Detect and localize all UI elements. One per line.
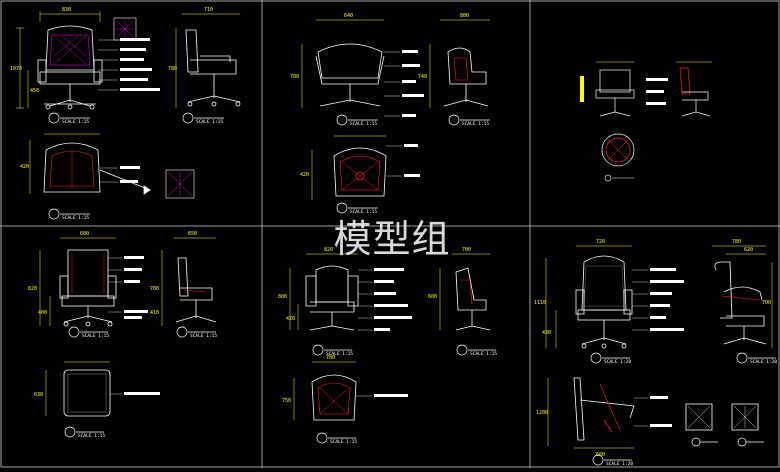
scale-note: SCALE 1:15 — [78, 433, 105, 439]
dim-label: 600 — [428, 294, 437, 300]
dim-label: 420 — [20, 164, 29, 170]
dim-label: 680 — [596, 452, 605, 458]
panel-4-office-chair: 680 650 820 400 780 410 630 — [28, 231, 217, 439]
scale-note: SCALE 1:15 — [350, 121, 377, 127]
dim-label: 1200 — [536, 410, 548, 416]
dim-label: 750 — [282, 398, 291, 404]
scale-note: SCALE 1:15 — [326, 351, 353, 357]
dim-label: 830 — [62, 7, 71, 13]
dim-label: 740 — [418, 74, 427, 80]
scale-note: SCALE 1:15 — [62, 215, 89, 221]
dim-label: 400 — [38, 310, 47, 316]
scale-note: SCALE 1:20 — [750, 359, 777, 365]
dim-label: 1070 — [10, 66, 22, 72]
dim-label: 630 — [34, 392, 43, 398]
scale-note: SCALE 1:15 — [190, 333, 217, 339]
dim-label: 410 — [150, 310, 159, 316]
dim-label: 700 — [462, 247, 471, 253]
dim-label: 620 — [744, 247, 753, 253]
dim-label: 420 — [300, 172, 309, 178]
scale-note: SCALE 1:15 — [330, 439, 357, 445]
dim-label: 720 — [596, 239, 605, 245]
dim-label: 680 — [80, 231, 89, 237]
dim-label: 710 — [204, 7, 213, 13]
scale-note: SCALE 1:15 — [462, 121, 489, 127]
scale-note: SCALE 1:20 — [606, 461, 633, 467]
dim-label: 820 — [324, 247, 333, 253]
dim-label: 650 — [188, 231, 197, 237]
panel-5-armchair: 820 700 800 420 600 780 750 — [278, 247, 497, 445]
dim-label: 820 — [28, 286, 37, 292]
panel-2-tub-chair: 640 800 700 740 420 — [290, 13, 490, 215]
dim-label: 700 — [762, 300, 771, 306]
dim-label: 800 — [460, 13, 469, 19]
dim-label: 780 — [168, 66, 177, 72]
scale-note: SCALE 1:20 — [604, 359, 631, 365]
panel-1-executive-chair: 830 710 1070 450 780 420 — [10, 7, 241, 221]
dim-label: 450 — [30, 88, 39, 94]
dim-label: 430 — [542, 330, 551, 336]
scale-note: SCALE 1:15 — [196, 119, 223, 125]
dim-label: 640 — [344, 13, 353, 19]
scale-note: SCALE 1:15 — [350, 209, 377, 215]
dim-label: 420 — [286, 316, 295, 322]
scale-note: SCALE 1:15 — [82, 333, 109, 339]
dim-label: 780 — [732, 239, 741, 245]
scale-note: SCALE 1:15 — [62, 119, 89, 125]
dim-label: 700 — [290, 74, 299, 80]
scale-note: SCALE 1:15 — [470, 351, 497, 357]
dim-label: 780 — [150, 286, 159, 292]
dim-label: 780 — [326, 355, 335, 361]
panel-3-small-chair — [580, 61, 712, 182]
dim-label: 800 — [278, 294, 287, 300]
dim-label: 1110 — [534, 300, 546, 306]
panel-6-classic-chair: 720 780 620 1110 430 700 1200 680 — [534, 239, 777, 467]
